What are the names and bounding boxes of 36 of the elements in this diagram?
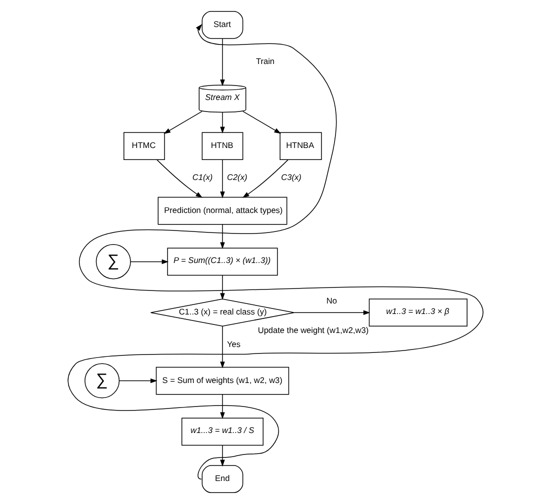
node-box: w1...3 = w1..3 / S bbox=[180, 418, 263, 446]
node-box: w1..3 = w1..3 × β bbox=[368, 298, 467, 327]
arrow bbox=[242, 111, 281, 134]
arrow bbox=[220, 394, 224, 420]
node-box: S = Sum of weights (w1, w2, w3) bbox=[155, 366, 289, 395]
node-box: HTNBA bbox=[279, 132, 322, 160]
arrow bbox=[118, 378, 157, 384]
arrow bbox=[156, 159, 202, 198]
edge-label: C1(x) bbox=[192, 172, 212, 182]
node-box: Start bbox=[201, 10, 243, 39]
arrow bbox=[130, 259, 168, 264]
arrow bbox=[220, 326, 224, 368]
node-circle: ∑ bbox=[84, 363, 120, 398]
arrow bbox=[67, 24, 483, 480]
node-box: Prediction (normal, attack types) bbox=[157, 196, 287, 225]
arrow bbox=[220, 275, 224, 300]
node-box: P = Sum((C1..3) × (w1..3)) bbox=[166, 248, 278, 276]
node-circle: ∑ bbox=[95, 244, 130, 280]
arrow bbox=[293, 310, 370, 315]
edge-label: No bbox=[326, 296, 336, 306]
arrow bbox=[220, 224, 224, 250]
arrow bbox=[220, 445, 224, 467]
edge-label: Yes bbox=[226, 340, 240, 350]
node-box: HTNB bbox=[201, 132, 243, 160]
arrow bbox=[242, 159, 288, 198]
label: Train bbox=[255, 56, 274, 66]
arrow bbox=[163, 111, 202, 134]
arrow bbox=[220, 38, 224, 86]
node-box: HTMC bbox=[123, 132, 164, 160]
node-label: Update the weight (w1,w2,w3) bbox=[257, 326, 368, 335]
edge-label: C2(x) bbox=[226, 172, 247, 182]
node-diamond: C1..3 (x) = real class (y) bbox=[150, 298, 294, 327]
arrow bbox=[220, 112, 224, 134]
node-box: End bbox=[201, 465, 243, 494]
edge-label: C3(x) bbox=[280, 172, 301, 182]
arrow bbox=[220, 160, 224, 198]
